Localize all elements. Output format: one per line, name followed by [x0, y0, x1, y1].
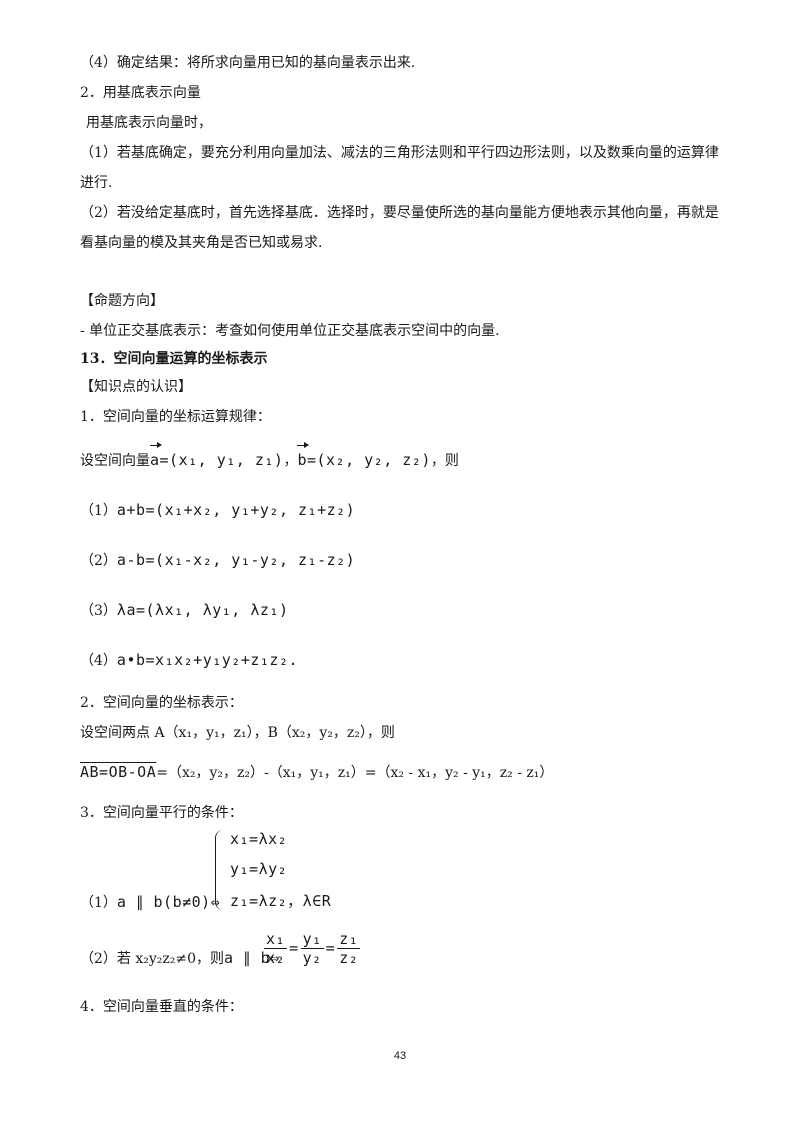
math-expr: AB=OB-OA [80, 763, 157, 781]
fraction-num: y₁ [300, 930, 324, 949]
math-expr: a ∥ b(b≠0)⇔ [116, 893, 221, 911]
section-label: 【命题方向】 [80, 293, 164, 309]
paragraph-text: （1）若基底确定，要充分利用向量加法、减法的三角形法则和平行四边形法则，以及数乘… [80, 145, 719, 161]
section-title: 13．空间向量运算的坐标表示 [80, 351, 268, 367]
paragraph-text: 设空间两点 A（x₁，y₁，z₁），B（x₂，y₂，z₂），则 [80, 725, 395, 741]
fraction-den: z₂ [339, 949, 359, 967]
formula-dot: （4）a•b=x₁x₂+y₁y₂+z₁z₂. [80, 650, 298, 670]
fraction-num: x₁ [264, 930, 288, 949]
formula-scalar: （3）λa=(λx₁, λy₁, λz₁) [80, 600, 288, 620]
formula-add: （1）a+b=(x₁+x₂, y₁+y₂, z₁+z₂) [80, 500, 355, 520]
system-line: x₁=λx₂ [230, 830, 288, 848]
step-4-text: （4）确定结果：将所求向量用已知的基向量表示出来. [80, 55, 416, 71]
formula-sub: （2）a-b=(x₁-x₂, y₁-y₂, z₁-z₂) [80, 550, 355, 570]
math-expr: =(x₂, y₂, z₂) [306, 451, 431, 469]
section-heading: 2．空间向量的坐标表示： [80, 695, 243, 711]
math-expr: =(x₁, y₁, z₁) [159, 451, 284, 469]
math-expr: λa=(λx₁, λy₁, λz₁) [116, 601, 289, 619]
paragraph-text: （2）若没给定基底时，首先选择基底．选择时，要尽量使所选的基向量能方便地表示其他… [80, 205, 719, 221]
label: （2） [80, 553, 117, 569]
label: （1） [80, 895, 117, 911]
label: （1） [80, 503, 117, 519]
text: ，则 [430, 453, 459, 469]
label: （3） [80, 603, 117, 619]
vector-definition: 设空间向量a=(x₁, y₁, z₁)，b=(x₂, y₂, z₂)，则 [80, 442, 459, 469]
fraction-den: y₂ [302, 949, 322, 967]
vector-b: b [297, 442, 309, 469]
math-expr: a-b=(x₁-x₂, y₁-y₂, z₁-z₂) [116, 551, 356, 569]
system-line: z₁=λz₂，λ∈R [230, 892, 332, 910]
system-line: y₁=λy₂ [230, 860, 288, 878]
section-heading: 4．空间向量垂直的条件： [80, 999, 243, 1015]
math-expr: a+b=(x₁+x₂, y₁+y₂, z₁+z₂) [116, 501, 356, 519]
paragraph-text: 用基底表示向量时， [86, 115, 212, 131]
math-expr: a•b=x₁x₂+y₁y₂+z₁z₂. [116, 651, 299, 669]
paragraph-text: 看基向量的模及其夹角是否已知或易求. [80, 235, 323, 251]
brace [215, 830, 226, 910]
section-heading: 3．空间向量平行的条件： [80, 805, 243, 821]
label: （4） [80, 653, 117, 669]
label: （2）若 x₂y₂z₂≠0，则 [80, 951, 225, 967]
parallel-condition-2: （2）若 x₂y₂z₂≠0，则a ∥ b⇔ [80, 948, 280, 968]
math-expr: a ∥ b⇔ [224, 949, 280, 967]
math-expr: =（x₂，y₂，z₂）-（x₁，y₁，z₁）=（x₂ - x₁，y₂ - y₁，… [156, 765, 554, 781]
parallel-condition-1: （1）a ∥ b(b≠0)⇔ [80, 892, 220, 912]
paragraph-text: 进行. [80, 175, 113, 191]
fraction-den: x₂ [266, 949, 286, 967]
section-heading-basis: 2．用基底表示向量 [80, 85, 201, 101]
vector-a: a [150, 442, 161, 469]
text: 设空间向量 [80, 453, 150, 469]
fraction-num: z₁ [337, 930, 361, 949]
paragraph-text: - 单位正交基底表示：考查如何使用单位正交基底表示空间中的向量. [80, 323, 500, 339]
section-label: 【知识点的认识】 [80, 379, 192, 395]
formula-ab: AB=OB-OA=（x₂，y₂，z₂）-（x₁，y₁，z₁）=（x₂ - x₁，… [80, 762, 553, 782]
paragraph-text: 1．空间向量的坐标运算规律： [80, 409, 271, 425]
page-number: 43 [393, 1050, 407, 1062]
